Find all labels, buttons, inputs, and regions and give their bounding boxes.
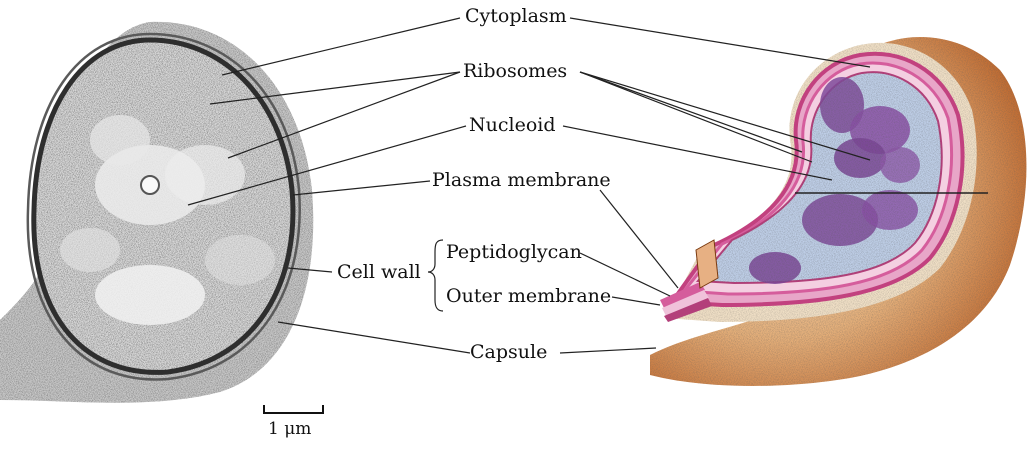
label-nucleoid: Nucleoid — [469, 116, 556, 135]
label-peptidoglycan: Peptidoglycan — [446, 243, 582, 262]
label-capsule: Capsule — [470, 343, 547, 362]
label-outer-membrane: Outer membrane — [446, 287, 611, 306]
label-cytoplasm: Cytoplasm — [465, 7, 567, 26]
scale-bar — [264, 405, 323, 413]
cutaway-illustration — [650, 37, 1026, 386]
micrograph — [0, 22, 313, 403]
label-ribosomes: Ribosomes — [463, 62, 567, 81]
label-plasma-membrane: Plasma membrane — [432, 171, 611, 190]
scale-bar-label: 1 μm — [268, 421, 311, 438]
label-cell-wall: Cell wall — [337, 263, 421, 282]
